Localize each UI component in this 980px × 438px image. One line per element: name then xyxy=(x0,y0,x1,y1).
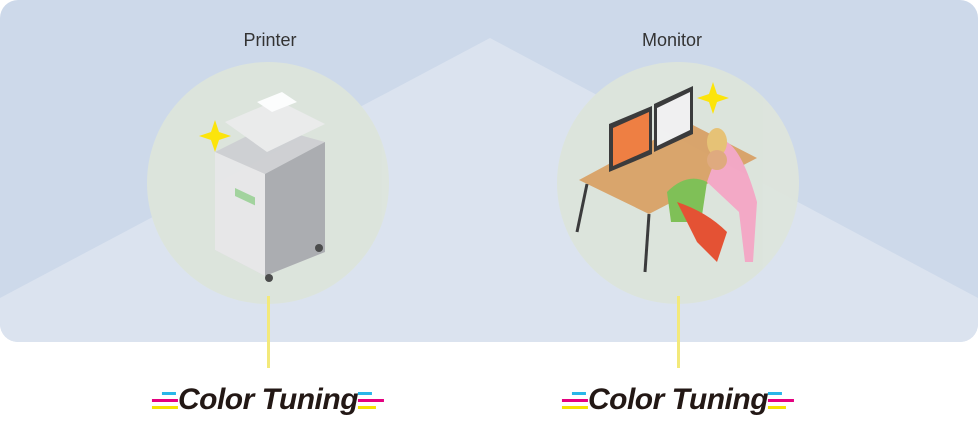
logo-text: Color Tuning xyxy=(177,383,359,416)
monitor-illustration xyxy=(575,82,757,273)
printer-illustration xyxy=(199,92,325,282)
printer-connector-line xyxy=(267,296,270,368)
monitor-circle xyxy=(557,62,799,304)
printer-color-tuning-logo: Color Tuning xyxy=(151,383,385,417)
printer-label: Printer xyxy=(243,30,297,50)
monitor-color-tuning-logo: Color Tuning xyxy=(561,383,795,417)
color-stripes-icon xyxy=(151,391,178,409)
printer-circle xyxy=(147,62,389,304)
color-stripes-icon xyxy=(768,391,795,409)
monitor-connector-line xyxy=(677,296,680,368)
logo-text: Color Tuning xyxy=(587,383,769,416)
color-stripes-icon xyxy=(358,391,385,409)
monitor-label: Monitor xyxy=(641,30,703,50)
color-stripes-icon xyxy=(561,391,588,409)
